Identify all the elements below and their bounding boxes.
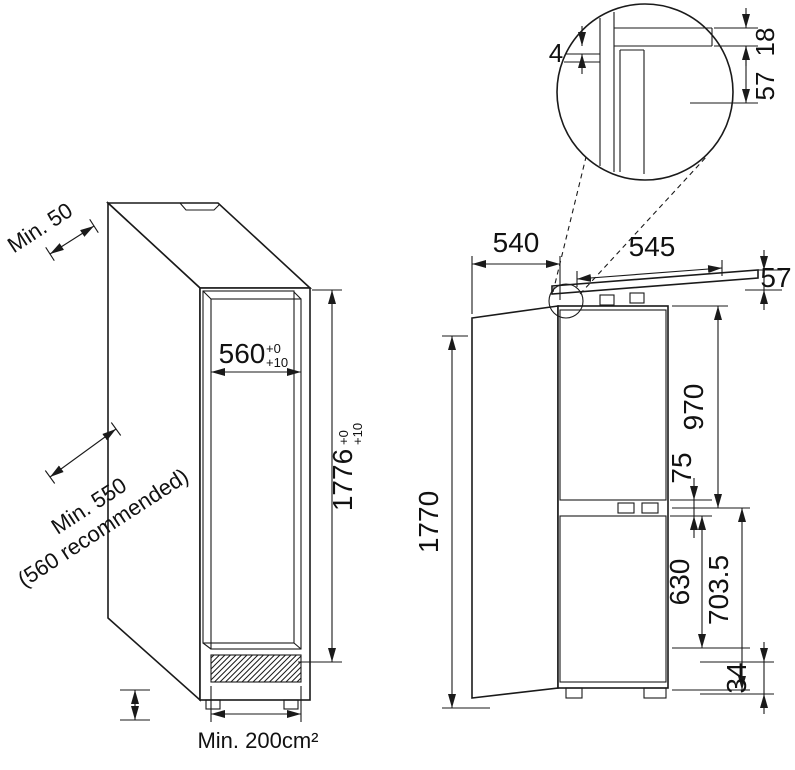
- detail-57-label: 57: [750, 72, 780, 101]
- top-hinge-left: [599, 294, 615, 306]
- ventilation-grille: [210, 654, 302, 683]
- min-gap-label: Min. 50: [3, 198, 77, 258]
- dim-vent-area: Min. 200cm²: [197, 686, 319, 753]
- appliance-side-face: [471, 305, 559, 699]
- detail-leader-right: [579, 154, 709, 295]
- depth-540-label: 540: [493, 227, 540, 258]
- detail-indicator-circle: [548, 283, 584, 319]
- appliance-front-face: [557, 305, 669, 689]
- dim-panel-545: 545: [576, 231, 723, 287]
- niche-height-tol-lower: +10: [350, 423, 365, 445]
- detail-bubble-circle: [556, 3, 734, 181]
- niche-height-tol-upper: +0: [336, 430, 351, 445]
- dim-detail-57: 57: [690, 46, 780, 104]
- cabinet-front-face: [199, 287, 311, 701]
- mid-hinge-right: [641, 502, 659, 514]
- upper-door: [559, 309, 667, 501]
- upper-door-970-label: 970: [678, 384, 709, 431]
- top-hinge-right: [629, 292, 645, 304]
- dim-lower-section-703: 703.5: [672, 508, 750, 691]
- dim-depth-540: 540: [471, 227, 561, 314]
- vent-area-label: Min. 200cm²: [197, 728, 318, 753]
- lower-door-630-label: 630: [664, 559, 695, 606]
- niche-width-label: 560: [219, 338, 266, 369]
- panel-545-label: 545: [629, 231, 676, 262]
- plinth-34-label: 34: [721, 662, 752, 693]
- appliance-foot-left: [565, 687, 583, 699]
- top-vent-notch: [179, 202, 221, 211]
- lower-door: [559, 515, 667, 683]
- niche-width-tol-upper: +0: [266, 341, 281, 356]
- dim-plinth-gap: [120, 689, 150, 721]
- cabinet-foot-right: [283, 699, 299, 710]
- cabinet-side-face: [107, 201, 201, 702]
- dim-detail-18: 18: [714, 8, 780, 66]
- dim-upper-door-970: 970: [672, 305, 750, 509]
- mid-hinge-left: [617, 502, 635, 514]
- dim-niche-height: 1776 +0 +10: [298, 289, 365, 663]
- dim-height-1770: 1770: [413, 335, 490, 709]
- top-57-label: 57: [760, 262, 791, 293]
- niche-interior: [202, 290, 302, 650]
- lower-section-703-label: 703.5: [703, 555, 734, 625]
- appliance-foot-right: [643, 687, 667, 699]
- gap-75-label: 75: [666, 452, 697, 483]
- cabinet-foot-left: [205, 699, 221, 710]
- detail-bubble: 4 18 57: [549, 3, 780, 181]
- dim-gap-75: 75: [666, 452, 712, 538]
- dim-niche-width: 560 +0 +10: [211, 338, 301, 376]
- niche-height-label: 1776: [327, 449, 358, 511]
- dim-top-gap: Min. 50: [3, 198, 99, 261]
- detail-18-label: 18: [750, 28, 780, 57]
- height-1770-label: 1770: [413, 491, 444, 553]
- detail-4-label: 4: [549, 38, 563, 68]
- cabinet-niche-view: 560 +0 +10 1776 +0 +10 Min. 50: [3, 198, 365, 753]
- dim-lower-door-630: 630: [664, 516, 750, 649]
- niche-width-tol-lower: +10: [266, 355, 288, 370]
- dim-plinth-34: 34: [700, 642, 774, 714]
- detail-leader-left: [552, 156, 587, 293]
- dim-detail-4: 4: [549, 26, 586, 74]
- appliance-view: 540 545 57 1770: [413, 154, 792, 714]
- detail-section-lines: [564, 12, 713, 174]
- dim-top-57: 57: [745, 250, 792, 310]
